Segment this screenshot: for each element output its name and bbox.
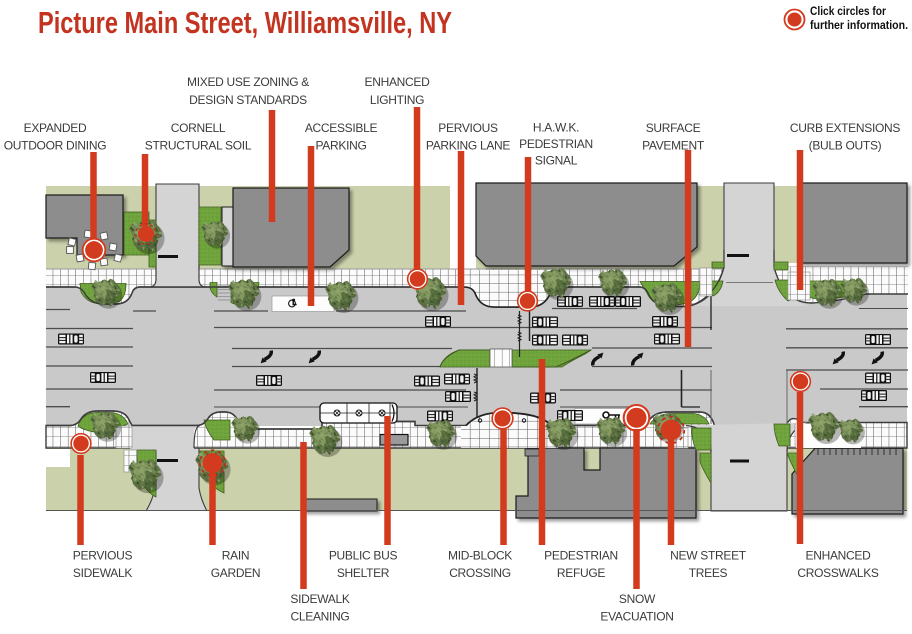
svg-text:SHELTER: SHELTER — [337, 566, 390, 580]
svg-text:CURB EXTENSIONS: CURB EXTENSIONS — [790, 121, 900, 135]
svg-text:(BULB OUTS): (BULB OUTS) — [809, 139, 882, 153]
svg-text:CORNELL: CORNELL — [171, 121, 226, 135]
svg-text:PARKING: PARKING — [315, 139, 366, 153]
svg-text:PARKING LANE: PARKING LANE — [426, 139, 510, 153]
svg-text:CLEANING: CLEANING — [291, 610, 350, 624]
svg-text:LIGHTING: LIGHTING — [370, 93, 424, 107]
svg-text:CROSSING: CROSSING — [449, 566, 511, 580]
svg-text:PAVEMENT: PAVEMENT — [642, 139, 705, 153]
svg-text:PEDESTRIAN: PEDESTRIAN — [544, 549, 618, 563]
svg-text:NEW STREET: NEW STREET — [670, 549, 747, 563]
svg-text:SIGNAL: SIGNAL — [535, 154, 578, 168]
svg-text:further information.: further information. — [810, 18, 908, 32]
svg-text:PERVIOUS: PERVIOUS — [438, 121, 498, 135]
svg-text:PUBLIC BUS: PUBLIC BUS — [329, 549, 398, 563]
svg-text:MIXED USE ZONING &: MIXED USE ZONING & — [187, 75, 309, 89]
svg-text:ENHANCED: ENHANCED — [806, 549, 872, 563]
svg-text:Picture Main Street, Williamsv: Picture Main Street, Williamsville, NY — [38, 6, 452, 40]
svg-text:Click circles for: Click circles for — [810, 4, 886, 18]
svg-text:EVACUATION: EVACUATION — [600, 610, 673, 624]
svg-text:EXPANDED: EXPANDED — [24, 121, 87, 135]
svg-text:SURFACE: SURFACE — [646, 121, 701, 135]
svg-text:SNOW: SNOW — [619, 592, 656, 606]
svg-text:CROSSWALKS: CROSSWALKS — [797, 566, 879, 580]
svg-text:MID-BLOCK: MID-BLOCK — [448, 549, 512, 563]
svg-text:H.A.W.K.: H.A.W.K. — [533, 121, 579, 135]
svg-text:REFUGE: REFUGE — [557, 566, 606, 580]
svg-text:OUTDOOR DINING: OUTDOOR DINING — [4, 139, 106, 153]
svg-text:RAIN: RAIN — [222, 549, 249, 563]
svg-text:PERVIOUS: PERVIOUS — [73, 549, 133, 563]
svg-text:SIDEWALK: SIDEWALK — [73, 566, 132, 580]
svg-text:SIDEWALK: SIDEWALK — [290, 592, 349, 606]
svg-text:ACCESSIBLE: ACCESSIBLE — [305, 121, 378, 135]
svg-text:DESIGN STANDARDS: DESIGN STANDARDS — [189, 93, 307, 107]
svg-text:ENHANCED: ENHANCED — [365, 75, 431, 89]
svg-text:GARDEN: GARDEN — [211, 566, 261, 580]
svg-text:TREES: TREES — [689, 566, 728, 580]
svg-text:STRUCTURAL SOIL: STRUCTURAL SOIL — [145, 139, 252, 153]
svg-text:PEDESTRIAN: PEDESTRIAN — [519, 137, 593, 151]
